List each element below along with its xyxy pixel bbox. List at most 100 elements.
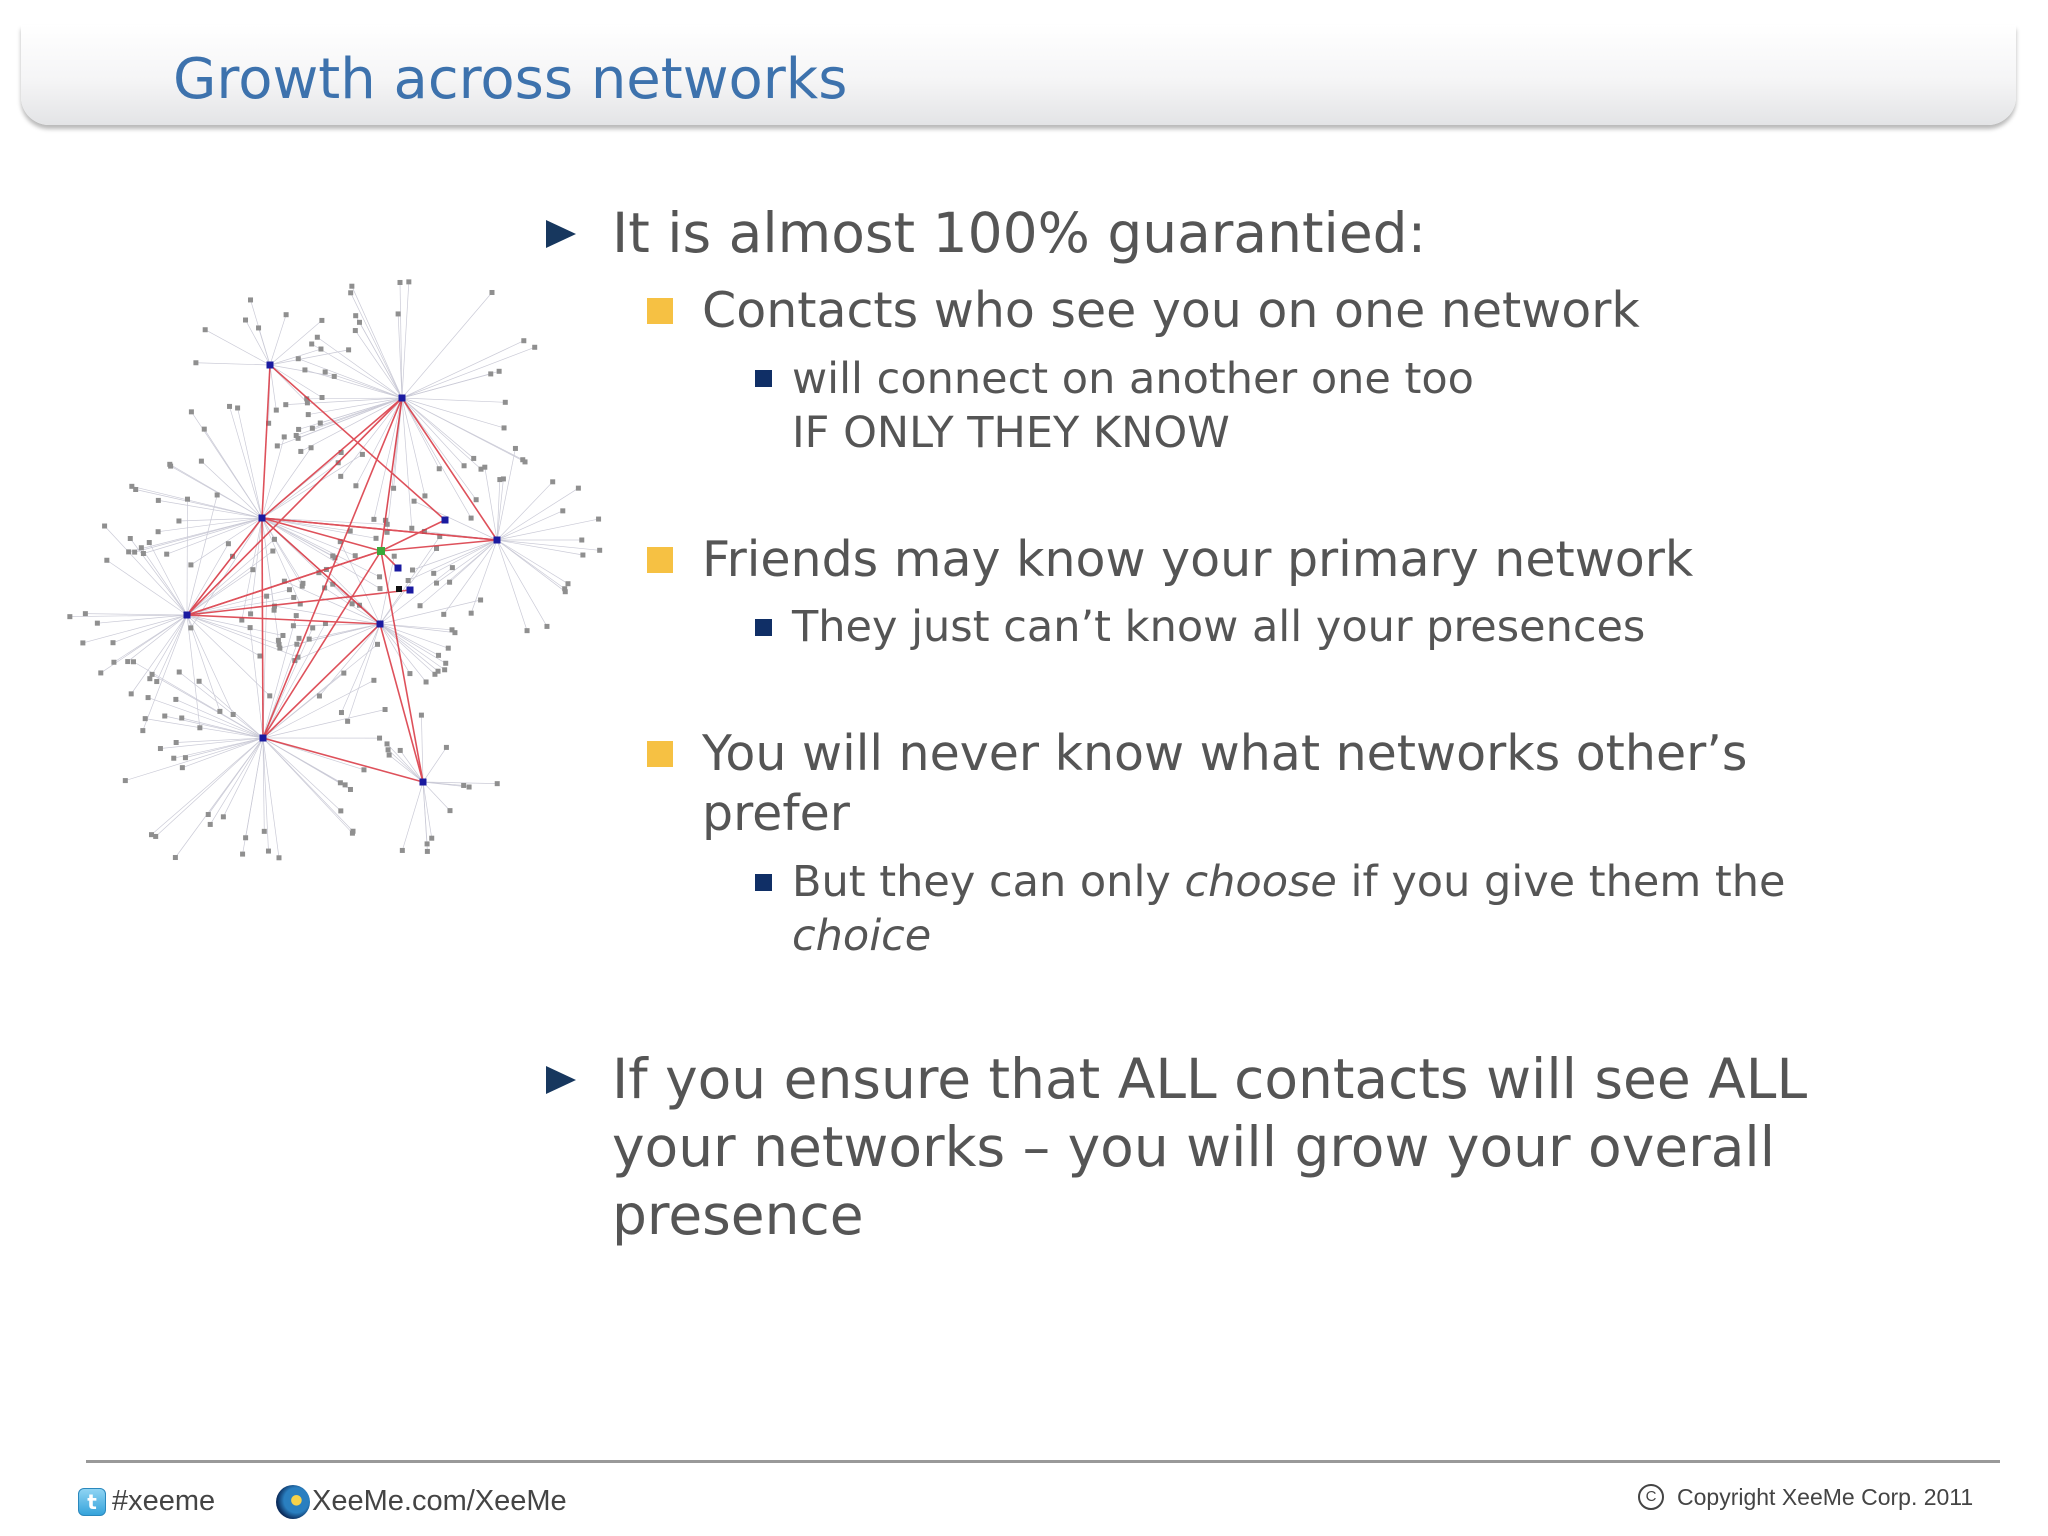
graph-hub-node: [377, 547, 385, 555]
graph-spoke: [355, 397, 403, 486]
graph-leaf-node: [522, 459, 528, 465]
bullet-level1-continuation: presence: [612, 1183, 864, 1247]
graph-spoke: [205, 329, 271, 366]
graph-leaf-node: [352, 553, 358, 559]
graph-spoke: [422, 781, 451, 811]
graph-spoke: [379, 623, 427, 683]
graph-leaf-node: [142, 716, 148, 722]
graph-leaf-node: [306, 636, 312, 642]
footer-url[interactable]: XeeMe.com/XeeMe: [312, 1485, 567, 1517]
network-graph-illustration: [67, 279, 603, 861]
graph-leaf-node: [449, 565, 455, 571]
bullet-level2-continuation: prefer: [702, 785, 850, 842]
graph-spoke: [185, 737, 264, 758]
graph-edge: [186, 589, 411, 616]
graph-leaf-node: [310, 625, 316, 631]
graph-leaf-node: [409, 567, 415, 573]
graph-spoke: [298, 397, 403, 430]
graph-spoke: [379, 623, 436, 675]
graph-spoke: [269, 364, 335, 377]
graph-leaf-node: [295, 435, 301, 441]
graph-leaf-node: [353, 313, 359, 319]
graph-leaf-node: [188, 625, 194, 631]
graph-spoke: [274, 605, 381, 625]
graph-leaf-node: [239, 617, 245, 623]
graph-leaf-node: [352, 328, 358, 334]
graph-leaf-node: [243, 317, 249, 323]
graph-leaf-node: [488, 371, 494, 377]
graph-leaf-node: [562, 586, 568, 592]
graph-leaf-node: [309, 425, 315, 431]
graph-leaf-node: [332, 555, 338, 561]
graph-edge: [401, 397, 498, 541]
graph-spoke: [158, 517, 263, 533]
graph-leaf-node: [248, 611, 254, 617]
graph-leaf-node: [275, 637, 281, 643]
graph-leaf-node: [431, 570, 437, 576]
graph-spoke: [128, 517, 263, 553]
footer-copyright: Copyright XeeMe Corp. 2011: [1677, 1484, 1974, 1510]
graph-spoke: [421, 715, 424, 783]
graph-edge: [261, 397, 403, 519]
graph-leaf-node: [447, 808, 453, 814]
graph-spoke: [179, 671, 264, 739]
graph-spoke: [145, 718, 264, 739]
arrow-bullet-icon: [546, 1066, 576, 1094]
graph-leaf-node: [371, 677, 377, 683]
graph-leaf-node: [261, 828, 267, 834]
graph-spoke: [262, 737, 280, 858]
graph-leaf-node: [227, 403, 233, 409]
graph-leaf-node: [353, 483, 359, 489]
graph-spoke: [379, 556, 395, 625]
slide-title: Growth across networks: [173, 47, 848, 112]
graph-leaf-node: [140, 551, 146, 557]
graph-spoke: [379, 623, 449, 649]
graph-edge: [261, 517, 264, 739]
graph-leaf-node: [384, 521, 390, 527]
graph-spoke: [340, 397, 403, 477]
graph-spoke: [304, 369, 403, 399]
graph-leaf-node: [265, 848, 271, 854]
graph-leaf-node: [316, 570, 322, 576]
graph-spoke: [401, 397, 426, 496]
graph-spoke: [433, 539, 498, 574]
graph-spoke: [401, 397, 477, 500]
graph-edge: [262, 737, 424, 783]
graph-hub-node: [259, 734, 267, 742]
graph-leaf-node: [179, 765, 185, 771]
graph-leaf-node: [373, 535, 379, 541]
graph-leaf-node: [146, 540, 152, 546]
graph-leaf-node: [147, 676, 153, 682]
graph-spoke: [186, 569, 254, 616]
graph-spoke: [484, 467, 498, 541]
graph-leaf-node: [502, 399, 508, 405]
graph-spoke: [261, 447, 312, 519]
bullet-level2: Contacts who see you on one network: [702, 282, 1640, 339]
graph-edge: [380, 539, 498, 552]
graph-leaf-node: [338, 808, 344, 814]
graph-hub-node: [266, 361, 274, 369]
graph-leaf-node: [162, 713, 168, 719]
graph-leaf-node: [461, 782, 467, 788]
graph-hub-node: [376, 620, 384, 628]
graph-spoke: [262, 679, 375, 739]
graph-leaf-node: [579, 537, 585, 543]
graph-leaf-node: [580, 552, 586, 558]
graph-spoke: [449, 539, 498, 583]
graph-leaf-node: [164, 551, 170, 557]
graph-hub-node: [441, 516, 449, 524]
graph-spoke: [104, 525, 188, 616]
graph-leaf-node: [377, 735, 383, 741]
graph-spoke: [186, 614, 280, 645]
graph-leaf-node: [283, 402, 289, 408]
graph-leaf-node: [489, 289, 495, 295]
graph-leaf-node: [302, 367, 308, 373]
graph-leaf-node: [198, 458, 204, 464]
graph-leaf-node: [391, 485, 397, 491]
graph-spoke: [166, 517, 263, 555]
graph-leaf-node: [173, 696, 179, 702]
graph-leaf-node: [319, 317, 325, 323]
graph-leaf-node: [550, 479, 556, 485]
graph-leaf-node: [127, 536, 133, 542]
graph-spoke: [351, 286, 403, 399]
